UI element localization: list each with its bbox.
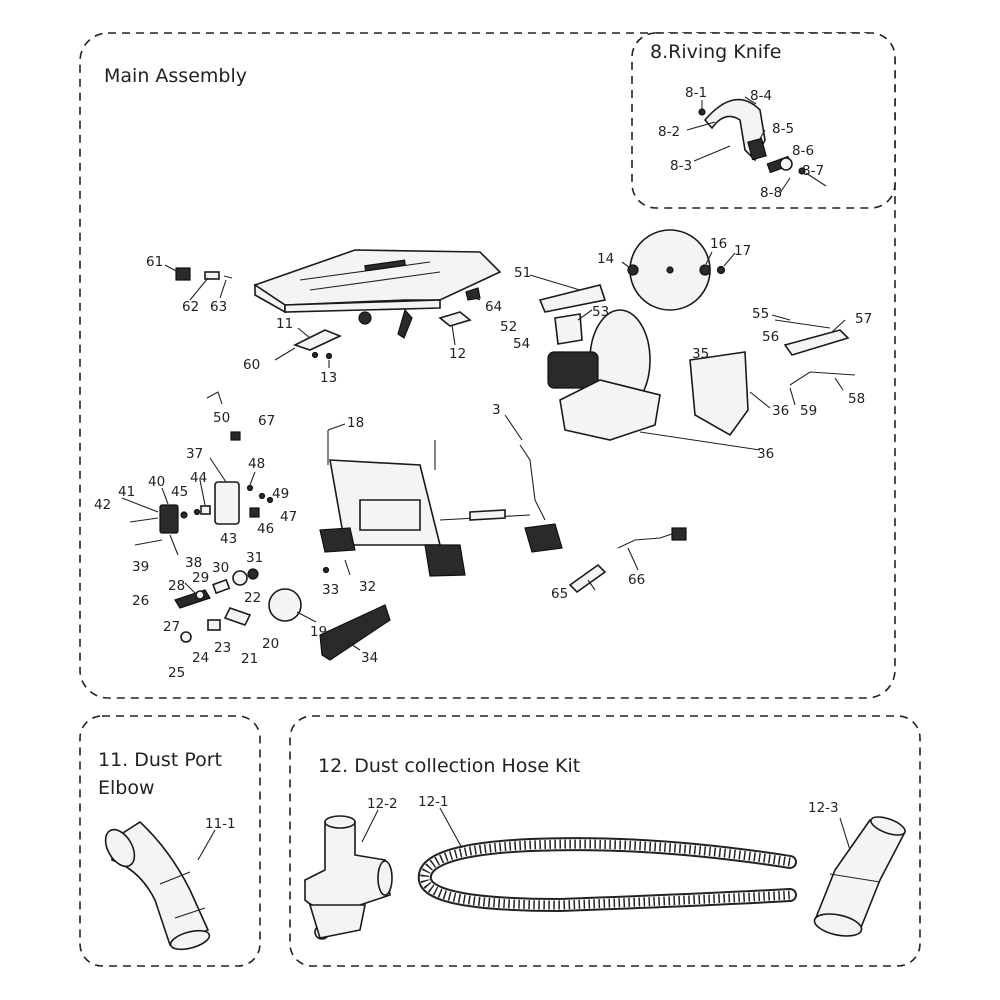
label-44: 44 [190,470,207,486]
label-43: 43 [220,531,237,547]
label-64: 64 [485,299,502,315]
label-30: 30 [212,560,229,576]
label-38: 38 [185,555,202,571]
riving-knife-title: 8.Riving Knife [650,41,781,63]
label-8-5: 8-5 [772,121,794,137]
bracket-12 [438,311,472,327]
riving-knife-drawing [686,96,827,194]
hose-kit-frame [289,715,921,967]
label-23: 23 [214,640,231,656]
label-53: 53 [592,304,609,320]
main-assembly-title: Main Assembly [104,65,247,87]
label-37: 37 [186,446,203,462]
label-36b: 36 [757,446,774,462]
lock-knob-part [175,267,191,281]
label-26: 26 [132,593,149,609]
label-58: 58 [848,391,865,407]
label-56: 56 [762,329,779,345]
label-8-3: 8-3 [670,158,692,174]
hose-kit-title: 12. Dust collection Hose Kit [318,755,580,777]
lower-parts [174,559,391,661]
label-36a: 36 [772,403,789,419]
label-50: 50 [213,410,230,426]
label-17: 17 [734,243,751,259]
label-12: 12 [449,346,466,362]
label-40: 40 [148,474,165,490]
label-11: 11 [276,316,293,332]
part-65 [568,563,607,594]
dust-port-elbow-drawing [104,820,216,951]
label-63: 63 [210,299,227,315]
label-42: 42 [94,497,111,513]
label-8-4: 8-4 [750,88,772,104]
bracket-11 [292,329,343,351]
label-32: 32 [359,579,376,595]
label-8-2: 8-2 [658,124,680,140]
label-51: 51 [514,265,531,281]
part-50 [206,391,223,405]
label-66: 66 [628,572,645,588]
label-60: 60 [243,357,260,373]
label-54: 54 [513,336,530,352]
label-55: 55 [752,306,769,322]
label-16: 16 [710,236,727,252]
label-67: 67 [258,413,275,429]
label-41: 41 [118,484,135,500]
label-20: 20 [262,636,279,652]
label-8-1: 8-1 [685,85,707,101]
dust-port-elbow-title-1: 11. Dust Port [98,749,222,771]
label-8-6: 8-6 [792,143,814,159]
label-49: 49 [272,486,289,502]
label-33: 33 [322,582,339,598]
label-28: 28 [168,578,185,594]
leader-lines [121,251,846,651]
label-19: 19 [310,624,327,640]
label-62: 62 [182,299,199,315]
label-11-1: 11-1 [205,816,236,832]
power-cord [617,533,673,549]
label-8-8: 8-8 [760,185,782,201]
label-3: 3 [492,402,501,418]
label-21: 21 [241,651,258,667]
label-14: 14 [597,251,614,267]
label-13: 13 [320,370,337,386]
label-24: 24 [192,650,209,666]
label-18: 18 [347,415,364,431]
label-12-2: 12-2 [367,796,398,812]
label-8-7: 8-7 [802,163,824,179]
label-25: 25 [168,665,185,681]
label-48: 48 [248,456,265,472]
part-67 [230,431,241,441]
label-22: 22 [244,590,261,606]
label-34: 34 [361,650,378,666]
label-46: 46 [257,521,274,537]
label-35: 35 [692,346,709,362]
label-45: 45 [171,484,188,500]
blade-guard-plate [689,319,856,437]
label-57: 57 [855,311,872,327]
label-39: 39 [132,559,149,575]
hose-kit-drawing [304,807,907,940]
dust-port-elbow-title-2: Elbow [98,777,155,799]
label-12-1: 12-1 [418,794,449,810]
label-59: 59 [800,403,817,419]
label-65: 65 [551,586,568,602]
label-27: 27 [163,619,180,635]
motor-assembly [538,284,661,441]
label-52: 52 [500,319,517,335]
label-61: 61 [146,254,163,270]
label-47: 47 [280,509,297,525]
label-12-3: 12-3 [808,800,839,816]
label-29: 29 [192,570,209,586]
stand-base [319,430,563,577]
main-assembly-frame [79,32,896,699]
part-64 [465,287,481,301]
riving-knife-frame [631,32,896,209]
switch-box-assembly [129,481,274,546]
table-top-drawing [253,249,502,339]
label-31: 31 [246,550,263,566]
dust-port-elbow-frame [79,715,261,967]
